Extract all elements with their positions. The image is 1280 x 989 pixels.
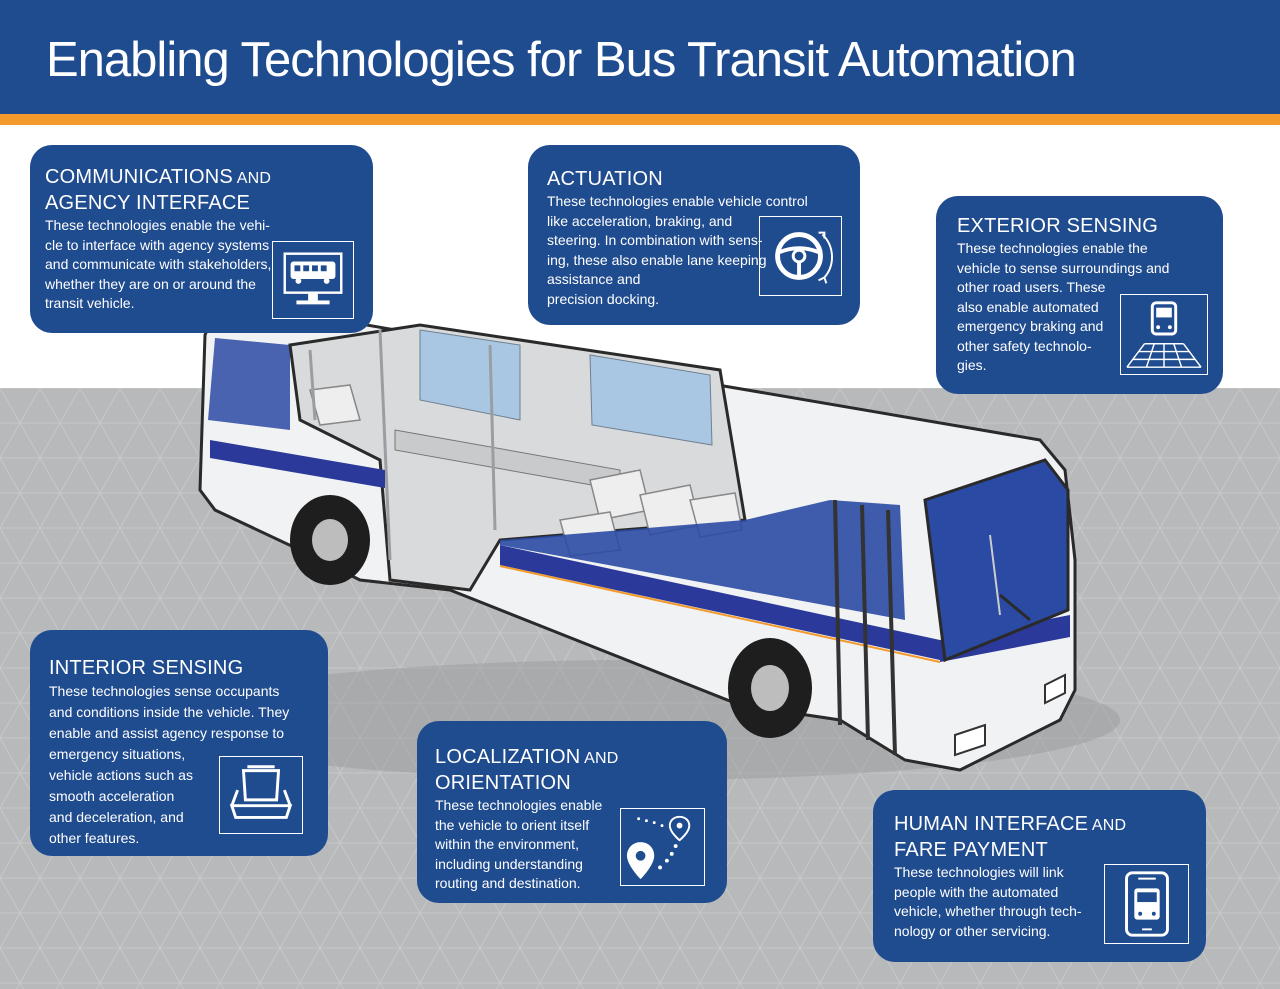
actuation-card: ACTUATION These technologies enable vehi…	[528, 145, 860, 325]
actuation-body: These technologies enable vehicle contro…	[547, 193, 808, 307]
header-accent-stripe	[0, 114, 1280, 125]
bus-monitor-icon	[272, 241, 354, 319]
communications-title-and: AND	[232, 170, 272, 187]
human-interface-title-main: HUMAN INTERFACE	[894, 813, 1089, 835]
route-pin-icon	[620, 808, 705, 886]
localization-body: These technologies enable the vehicle to…	[435, 797, 603, 891]
exterior-body: These technologies enable the vehicle to…	[957, 240, 1170, 373]
page-title: Enabling Technologies for Bus Transit Au…	[46, 33, 1077, 87]
communications-title-main: COMMUNICATIONS	[45, 166, 233, 188]
localization-title-and: AND	[580, 750, 619, 767]
human-interface-title-second: FARE PAYMENT	[894, 839, 1048, 861]
human-interface-title-and: AND	[1088, 817, 1127, 834]
seat-icon	[219, 756, 303, 834]
localization-title: LOCALIZATION AND ORIENTATION	[435, 745, 727, 796]
bus-road-grid-icon	[1120, 294, 1208, 375]
communications-title-second: AGENCY INTERFACE	[45, 192, 251, 214]
interior-body: These technologies sense occupants and c…	[49, 683, 290, 846]
human-interface-title: HUMAN INTERFACE AND FARE PAYMENT	[894, 812, 1206, 863]
localization-title-second: ORIENTATION	[435, 772, 571, 794]
actuation-title: ACTUATION	[547, 168, 663, 190]
communications-title: COMMUNICATIONS AND AGENCY INTERFACE	[45, 165, 373, 216]
phone-bus-icon	[1104, 864, 1189, 944]
communications-card: COMMUNICATIONS AND AGENCY INTERFACE These…	[30, 145, 373, 333]
exterior-card: EXTERIOR SENSING These technologies enab…	[936, 196, 1223, 394]
human-interface-body: These technologies will link people with…	[894, 864, 1082, 939]
header-banner: Enabling Technologies for Bus Transit Au…	[0, 0, 1280, 114]
communications-body: These technologies enable the vehi- cle …	[45, 217, 272, 311]
steering-wheel-icon	[759, 216, 842, 296]
interior-card: INTERIOR SENSING These technologies sens…	[30, 630, 328, 856]
localization-title-main: LOCALIZATION	[435, 746, 581, 768]
interior-title: INTERIOR SENSING	[49, 657, 244, 679]
exterior-title: EXTERIOR SENSING	[957, 215, 1159, 237]
human-interface-card: HUMAN INTERFACE AND FARE PAYMENT These te…	[873, 790, 1206, 962]
localization-card: LOCALIZATION AND ORIENTATION These techno…	[417, 721, 727, 903]
